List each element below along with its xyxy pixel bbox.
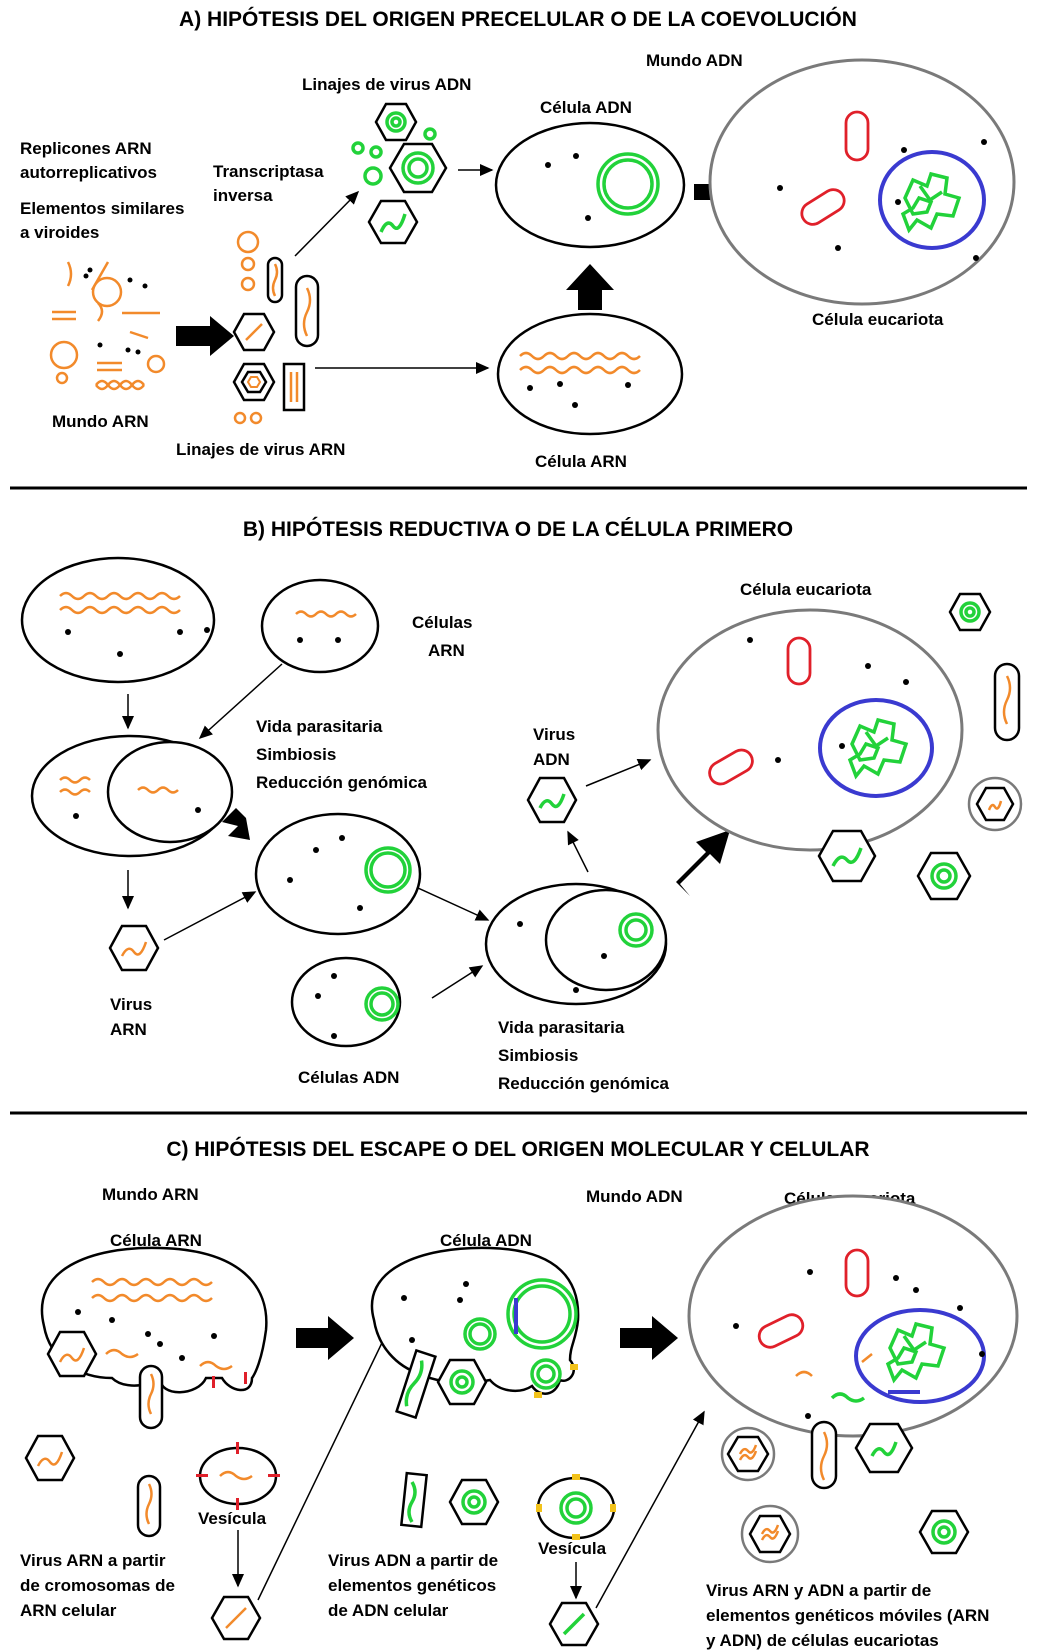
- arrow-b5: [417, 887, 490, 921]
- label-arn-b: ARN: [428, 641, 465, 660]
- virus-adn-b-euc1: [948, 592, 992, 632]
- label-mundo-adn-c: Mundo ADN: [586, 1187, 683, 1206]
- virus-adn-b-euc3: [916, 851, 972, 901]
- label-celulas: Células: [412, 613, 472, 632]
- label-virus-adn-c3: de ADN celular: [328, 1601, 449, 1620]
- celula-arn-b-small: [260, 578, 380, 674]
- virus-adn-b: [526, 776, 578, 824]
- label-autorreplicativos: autorreplicativos: [20, 163, 157, 182]
- label-elementos-viroides: Elementos similares: [20, 199, 184, 218]
- celula-adn-a: [494, 121, 686, 249]
- big-arrow-c2: [620, 1316, 678, 1360]
- big-arrow-c1: [296, 1316, 354, 1360]
- label-virus-arn-c1: Virus ARN a partir: [20, 1551, 166, 1570]
- label-vida-parasitaria-1: Vida parasitaria: [256, 717, 383, 736]
- label-virus-adn-b1: Virus: [533, 725, 575, 744]
- virus-arn-c-free-hex: [24, 1434, 76, 1482]
- label-celula-eucariota-a: Célula eucariota: [812, 310, 944, 329]
- label-mundo-arn-c: Mundo ARN: [102, 1185, 199, 1204]
- vesicula-arn: [196, 1442, 280, 1510]
- big-arrow-b1: [222, 808, 250, 840]
- vesicula-adn: [536, 1474, 616, 1540]
- virus-arn-c-budding: [46, 1330, 98, 1378]
- label-reduccion-2: Reducción genómica: [498, 1074, 670, 1093]
- label-inversa: inversa: [213, 186, 273, 205]
- label-virus-adn-b2: ADN: [533, 750, 570, 769]
- dna-virus-lineages: [351, 102, 448, 245]
- label-virus-adn-c1: Virus ADN a partir de: [328, 1551, 498, 1570]
- virus-arn-c-euc-env: [720, 1426, 776, 1482]
- label-virus-both-c1: Virus ARN y ADN a partir de: [706, 1581, 931, 1600]
- virus-adn-c-free-hex: [448, 1478, 500, 1526]
- celula-fusion-arn: [30, 734, 234, 858]
- celula-eucariota-a: [708, 58, 1016, 306]
- celula-eucariota-c: [687, 1194, 1019, 1438]
- label-celula-adn-c: Célula ADN: [440, 1231, 532, 1250]
- label-virus-arn-b1: Virus: [110, 995, 152, 1014]
- label-vida-parasitaria-2: Vida parasitaria: [498, 1018, 625, 1037]
- celula-arn-c: [40, 1246, 268, 1430]
- section-b-title: B) HIPÓTESIS REDUCTIVA O DE LA CÉLULA PR…: [243, 517, 793, 541]
- virus-adn-c-budding-rod: [395, 1348, 437, 1420]
- virus-arn-c-euc-env2: [740, 1504, 800, 1564]
- virus-adn-c-euc-hex: [854, 1422, 914, 1474]
- celula-fusion-adn: [484, 882, 668, 1006]
- arrow-b6: [431, 965, 484, 999]
- section-a-title: A) HIPÓTESIS DEL ORIGEN PRECELULAR O DE …: [179, 7, 857, 31]
- arrow-b4: [163, 891, 257, 941]
- section-c-title: C) HIPÓTESIS DEL ESCAPE O DEL ORIGEN MOL…: [166, 1137, 869, 1161]
- label-linajes-adn: Linajes de virus ADN: [302, 75, 471, 94]
- label-virus-both-c2: elementos genéticos móviles (ARN: [706, 1606, 989, 1625]
- virus-arn-c-euc-rod: [810, 1420, 838, 1490]
- virus-arn-b: [108, 924, 160, 972]
- label-simbiosis-2: Simbiosis: [498, 1046, 578, 1065]
- label-transcriptasa: Transcriptasa: [213, 162, 324, 181]
- label-celulas-adn-b: Células ADN: [298, 1068, 399, 1087]
- label-simbiosis-1: Simbiosis: [256, 745, 336, 764]
- label-a-viroides: a viroides: [20, 223, 99, 242]
- virus-arn-c-free-rod: [136, 1474, 162, 1538]
- arrow-c2-long: [595, 1410, 705, 1609]
- celula-adn-b-small: [290, 956, 402, 1048]
- arrow-b8: [585, 758, 652, 787]
- virus-arn-b-euc-env: [967, 776, 1023, 832]
- arrow-b7: [567, 830, 589, 873]
- virus-adn-c-free-rod: [399, 1471, 429, 1529]
- arrow-a-rna-to-dna: [294, 190, 360, 257]
- label-virus-arn-c3: ARN celular: [20, 1601, 117, 1620]
- label-celula-eucariota-b: Célula eucariota: [740, 580, 872, 599]
- virus-adn-c-bottom: [548, 1601, 600, 1647]
- label-celula-adn-a: Célula ADN: [540, 98, 632, 117]
- label-mundo-adn-a: Mundo ADN: [646, 51, 743, 70]
- rna-virus-lineages: [232, 230, 320, 425]
- label-linajes-arn: Linajes de virus ARN: [176, 440, 345, 459]
- label-virus-both-c3: y ADN) de células eucariotas: [706, 1631, 939, 1650]
- virus-arn-c-bottom: [210, 1595, 262, 1641]
- arrow-b2: [198, 663, 283, 740]
- celula-arn-a: [496, 312, 684, 436]
- rna-world-soup: [49, 261, 166, 391]
- label-celula-arn-a: Célula ARN: [535, 452, 627, 471]
- virus-arn-b-euc-rod: [993, 662, 1021, 742]
- label-virus-arn-c2: de cromosomas de: [20, 1576, 175, 1595]
- label-reduccion-1: Reducción genómica: [256, 773, 428, 792]
- label-virus-adn-c2: elementos genéticos: [328, 1576, 496, 1595]
- label-vesicula-1: Vesícula: [198, 1509, 267, 1528]
- label-celula-arn-c: Célula ARN: [110, 1231, 202, 1250]
- virus-adn-c-euc-hex2: [918, 1509, 970, 1555]
- celula-arn-b-large: [20, 556, 216, 684]
- celula-adn-b-middle: [254, 812, 422, 936]
- label-replicones: Replicones ARN: [20, 139, 152, 158]
- label-virus-arn-b2: ARN: [110, 1020, 147, 1039]
- label-mundo-arn-a: Mundo ARN: [52, 412, 149, 431]
- virus-adn-b-euc2: [817, 829, 877, 883]
- arrow-c1-long: [257, 1320, 393, 1601]
- big-arrow-a1: [176, 316, 234, 356]
- big-arrow-a-up: [566, 264, 614, 310]
- celula-eucariota-b: [656, 608, 964, 852]
- big-arrow-b2: [676, 830, 730, 896]
- label-vesicula-2: Vesícula: [538, 1539, 607, 1558]
- virus-adn-c-budding-hex: [436, 1358, 488, 1406]
